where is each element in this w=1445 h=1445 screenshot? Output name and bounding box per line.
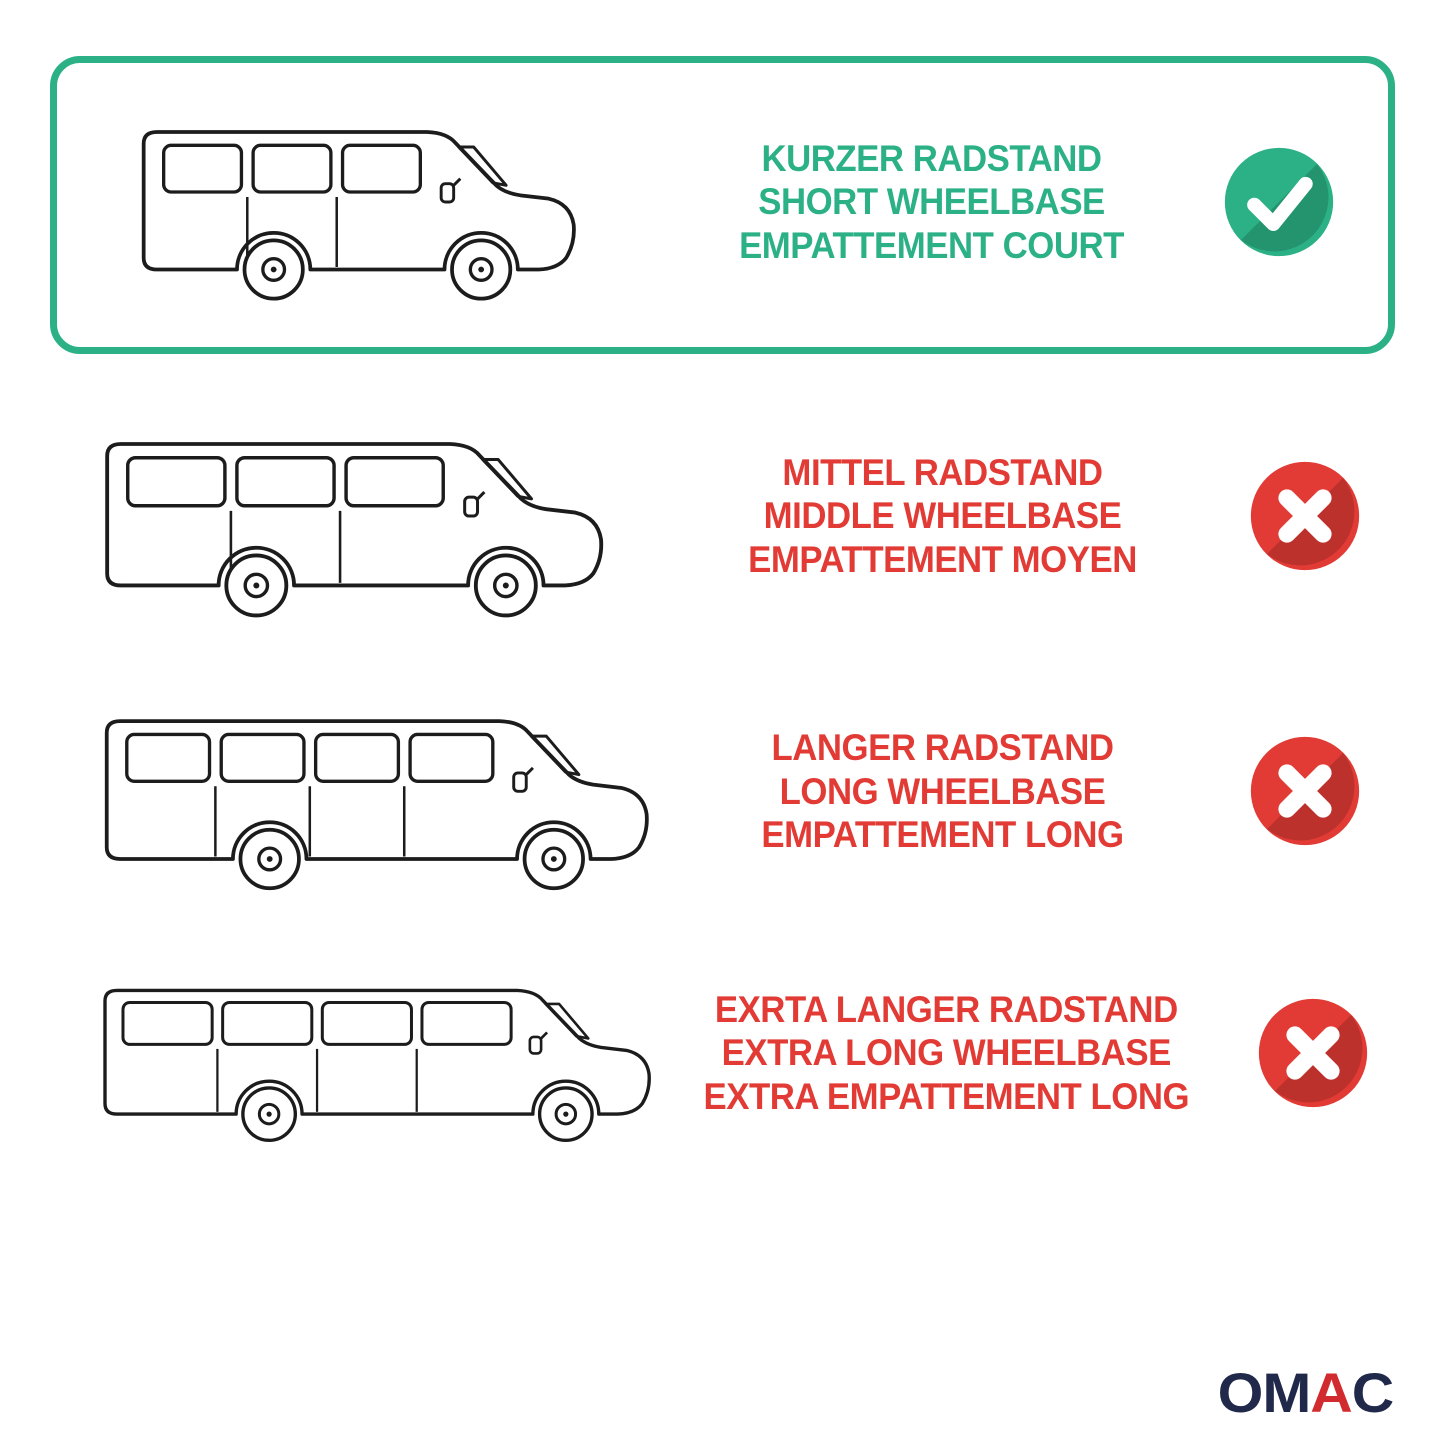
check-icon xyxy=(1191,145,1366,259)
cross-icon xyxy=(1223,996,1403,1110)
label-middle-de: MITTEL RADSTAND xyxy=(782,452,1103,494)
wheelbase-option-long: LANGER RADSTAND LONG WHEELBASE EMPATTEME… xyxy=(50,686,1395,897)
cross-icon xyxy=(1215,734,1395,848)
label-short-fr: EMPATTEMENT COURT xyxy=(739,224,1124,266)
logo-part-a: A xyxy=(1310,1361,1352,1424)
label-middle-en: MIDDLE WHEELBASE xyxy=(763,495,1122,537)
label-extra-long-de: EXRTA LANGER RADSTAND xyxy=(714,989,1178,1031)
van-middle-svg xyxy=(105,442,604,618)
label-short-de: KURZER RADSTAND xyxy=(761,138,1102,180)
cross-icon-svg xyxy=(1250,737,1360,846)
label-long-fr: EMPATTEMENT LONG xyxy=(761,813,1124,855)
label-long-en: LONG WHEELBASE xyxy=(779,770,1106,812)
wheelbase-option-middle: MITTEL RADSTAND MIDDLE WHEELBASE EMPATTE… xyxy=(50,408,1395,624)
wheelbase-option-extra-long: EXRTA LANGER RADSTAND EXTRA LONG WHEELBA… xyxy=(50,959,1395,1148)
van-extra-long-svg xyxy=(103,988,651,1142)
van-illustration-long xyxy=(50,686,670,897)
option-labels-middle: MITTEL RADSTAND MIDDLE WHEELBASE EMPATTE… xyxy=(703,451,1181,581)
van-short-svg xyxy=(141,130,576,301)
label-extra-long-fr: EXTRA EMPATTEMENT LONG xyxy=(703,1075,1190,1117)
logo-part-c: C xyxy=(1351,1361,1394,1424)
label-long-de: LANGER RADSTAND xyxy=(771,727,1114,769)
option-labels-long: LANGER RADSTAND LONG WHEELBASE EMPATTEME… xyxy=(703,726,1181,856)
option-labels-short: KURZER RADSTAND SHORT WHEELBASE EMPATTEM… xyxy=(704,137,1158,267)
omac-logo: OMAC xyxy=(1217,1360,1395,1425)
wheelbase-option-short: KURZER RADSTAND SHORT WHEELBASE EMPATTEM… xyxy=(87,97,1366,307)
cross-icon xyxy=(1215,459,1395,573)
option-labels-extra-long: EXRTA LANGER RADSTAND EXTRA LONG WHEELBA… xyxy=(703,988,1189,1118)
van-illustration-middle xyxy=(50,408,670,624)
highlight-box-short-wheelbase: KURZER RADSTAND SHORT WHEELBASE EMPATTEM… xyxy=(50,56,1395,354)
label-short-en: SHORT WHEELBASE xyxy=(758,181,1105,223)
check-icon-svg xyxy=(1224,147,1333,257)
label-middle-fr: EMPATTEMENT MOYEN xyxy=(748,538,1137,580)
logo-part-om: OM xyxy=(1217,1361,1312,1424)
cross-icon-svg xyxy=(1258,998,1367,1108)
van-illustration-extra-long xyxy=(50,959,670,1148)
van-long-svg xyxy=(104,719,649,891)
cross-icon-svg xyxy=(1250,461,1360,571)
label-extra-long-en: EXTRA LONG WHEELBASE xyxy=(721,1032,1172,1074)
van-illustration-short xyxy=(87,97,672,307)
